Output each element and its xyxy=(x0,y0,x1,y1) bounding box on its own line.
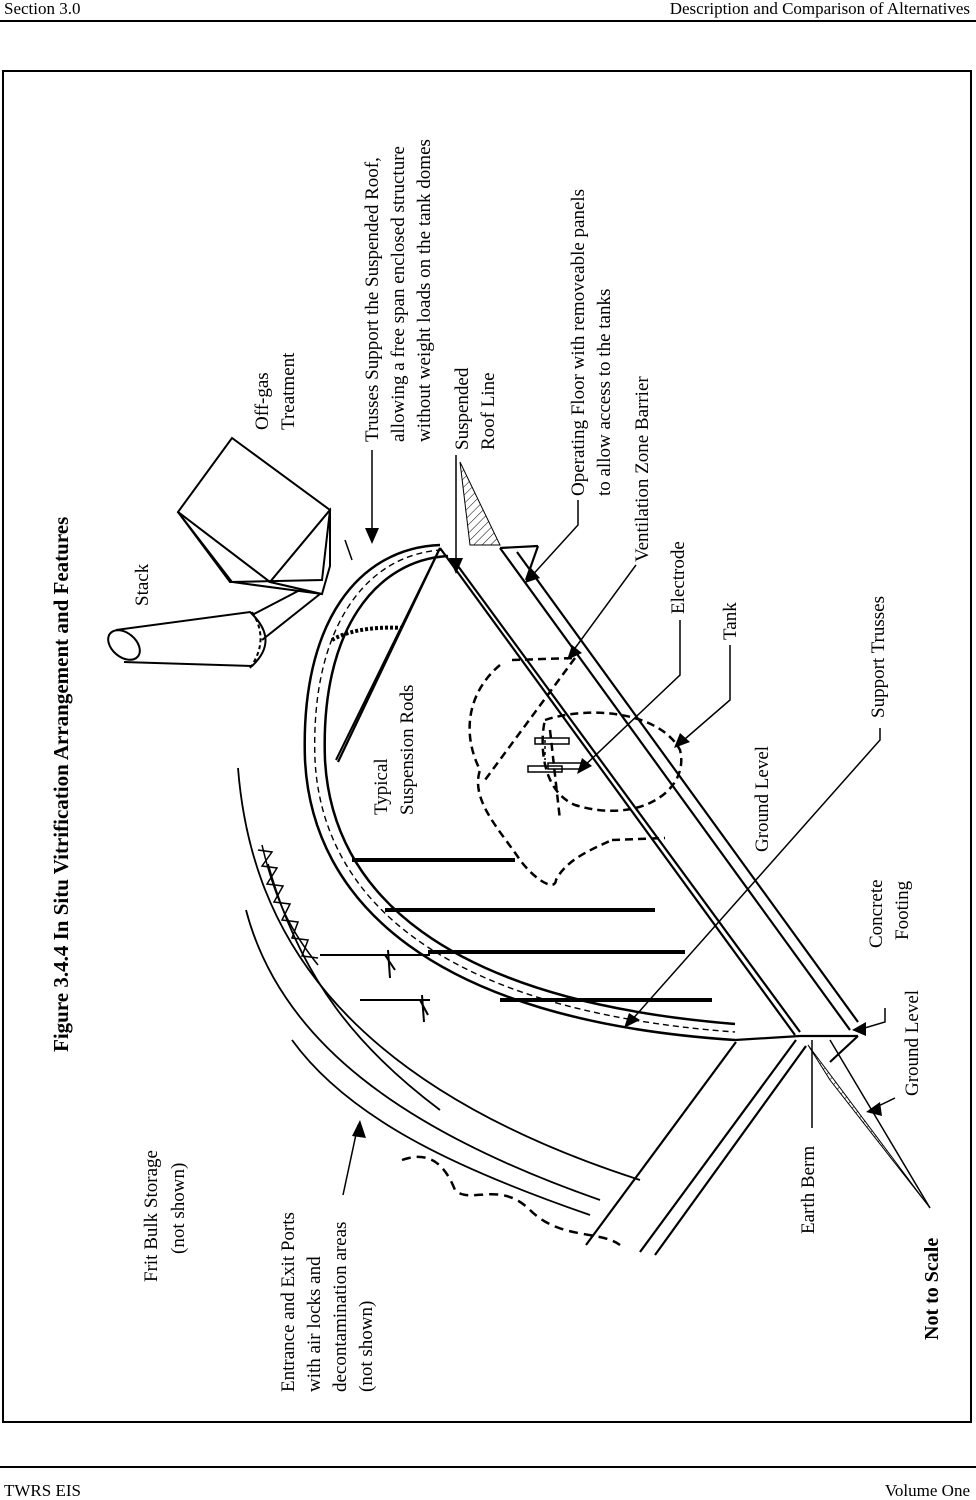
ports-label-line3: decontamination areas xyxy=(330,1222,351,1392)
roofline-label-line2: Roof Line xyxy=(478,372,499,450)
suspension-rods-label-line2: Suspension Rods xyxy=(397,685,418,815)
header-rule xyxy=(0,20,976,22)
rod-markers xyxy=(320,949,430,1023)
earth-berms xyxy=(459,461,931,1209)
concrete-footing-label-line1: Concrete xyxy=(866,879,887,948)
roof-walls xyxy=(337,544,859,1256)
enclosure-arcs xyxy=(237,767,641,1216)
stack-label: Stack xyxy=(132,563,153,606)
ground-level-lower-label: Ground Level xyxy=(902,990,923,1096)
footer-volume: Volume One xyxy=(884,1481,970,1500)
offgas-treatment-box xyxy=(176,436,332,596)
suspension-rods xyxy=(335,547,712,1002)
ventilation-barrier-label: Ventilation Zone Barrier xyxy=(632,376,653,562)
earth-berm-label: Earth Berm xyxy=(798,1146,819,1234)
footer-document: TWRS EIS xyxy=(4,1481,81,1500)
support-trusses-label: Support Trusses xyxy=(868,596,889,718)
outer-truss-fragment xyxy=(257,844,319,966)
concrete-footing-label-line2: Footing xyxy=(892,880,913,940)
tank-label: Tank xyxy=(720,602,741,640)
offgas-label-line1: Off-gas xyxy=(252,372,273,430)
excavation-outline xyxy=(401,1155,621,1247)
ground-level-upper-label: Ground Level xyxy=(752,746,773,852)
not-to-scale-label: Not to Scale xyxy=(921,1238,943,1340)
floor-label-line1: Operating Floor with removeable panels xyxy=(568,189,589,496)
floor-label-line2: to allow access to the tanks xyxy=(594,289,615,496)
stack xyxy=(107,589,321,669)
suspension-rods-label-line1: Typical xyxy=(371,758,392,815)
frit-storage-note: (not shown) xyxy=(168,1163,189,1254)
figure-title: Figure 3.4.4 In Situ Vitrification Arran… xyxy=(49,517,73,1052)
header-section: Section 3.0 xyxy=(4,0,81,18)
figure-frame xyxy=(2,70,972,1423)
roof-truss-arc xyxy=(303,543,736,1042)
tank-and-barrier xyxy=(468,656,683,886)
offgas-label-line2: Treatment xyxy=(278,352,299,430)
frit-storage-label: Frit Bulk Storage xyxy=(141,1150,162,1282)
arrowheads xyxy=(352,528,882,1138)
trusses-label-line1: Trusses Support the Suspended Roof, xyxy=(362,157,383,442)
ports-label-line2: with air locks and xyxy=(304,1256,325,1392)
header-chapter-title: Description and Comparison of Alternativ… xyxy=(669,0,970,18)
ports-label-line4: (not shown) xyxy=(356,1301,377,1392)
electrode-label: Electrode xyxy=(668,541,689,614)
electrodes xyxy=(527,737,583,773)
trusses-label-line2: allowing a free span enclosed structure xyxy=(388,146,409,442)
footer-rule xyxy=(0,1466,976,1468)
ports-label-line1: Entrance and Exit Ports xyxy=(278,1212,299,1392)
trusses-label-line3: without weight loads on the tank domes xyxy=(414,139,435,442)
roofline-label-line1: Suspended xyxy=(452,367,473,450)
leader-lines xyxy=(342,450,896,1196)
